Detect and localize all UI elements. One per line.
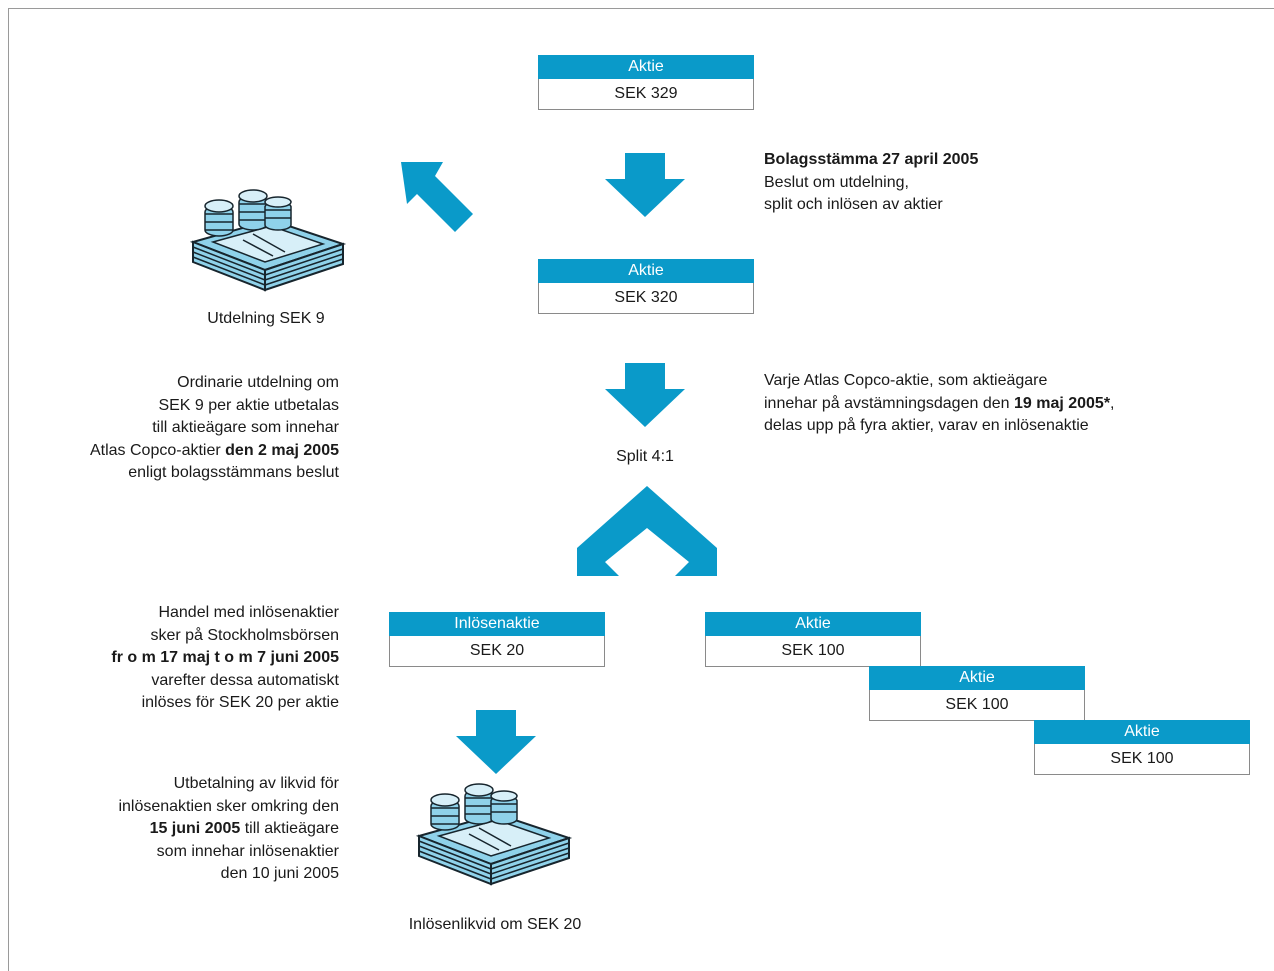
share-box-value: SEK 329 [538,79,754,110]
share-box-top: Aktie SEK 329 [538,55,754,110]
redemption-payout-label: Inlösenlikvid om SEK 20 [408,916,582,933]
share-box-header: Aktie [869,666,1085,690]
share-box-middle: Aktie SEK 320 [538,259,754,314]
text-line-bold: fr o m 17 maj t o m 7 juni 2005 [111,649,339,666]
text-line: Ordinarie utdelning om [177,374,339,391]
share-box-value: SEK 100 [1034,744,1250,775]
text-line: enligt bolagsstämmans beslut [128,464,339,481]
text-line: den 10 juni 2005 [220,865,339,882]
split-text: Varje Atlas Copco-aktie, som aktieägare … [764,370,1234,438]
text-line: inlöses för SEK 20 per aktie [141,694,339,711]
share-box-header: Aktie [1034,720,1250,744]
text-fragment-bold: den 2 maj 2005 [225,441,339,459]
share-box-3: Aktie SEK 100 [1034,720,1250,775]
text-line: Handel med inlösenaktier [158,604,339,621]
arrow-down-icon [605,153,685,217]
agm-title: Bolagsstämma 27 april 2005 [764,151,979,168]
text-line: SEK 9 per aktie utbetalas [158,396,339,414]
text-line: Varje Atlas Copco-aktie, som aktieägare [764,372,1048,389]
text-fragment: Atlas Copco-aktier [89,441,226,459]
arrow-down-icon [456,710,536,774]
share-box-header: Aktie [538,55,754,79]
money-stack-icon [189,189,347,292]
agm-line: Beslut om utdelning, [764,173,909,191]
agm-text: Bolagsstämma 27 april 2005 Beslut om utd… [764,149,1094,217]
share-box-header: Aktie [705,612,921,636]
text-line: Utbetalning av likvid för [173,775,339,792]
text-line: 15 juni 2005 till aktieägare [20,818,339,841]
text-fragment-bold: 15 juni 2005 [149,820,241,837]
text-line: Atlas Copco-aktier den 2 maj 2005 [20,440,339,463]
share-box-1: Aktie SEK 100 [705,612,921,667]
text-line: delas upp på fyra aktier, varav en inlös… [764,417,1089,434]
share-box-value: SEK 320 [538,283,754,314]
share-box-2: Aktie SEK 100 [869,666,1085,721]
dividend-label: Utdelning SEK 9 [207,310,325,327]
text-line: innehar på avstämningsdagen den 19 maj 2… [764,393,1234,416]
share-box-value: SEK 20 [389,636,605,667]
split-arrow-icon [577,486,717,576]
text-fragment-bold: 19 maj 2005* [1013,394,1111,412]
text-fragment: innehar på avstämningsdagen den [764,394,1014,412]
split-label: Split 4:1 [616,448,674,465]
text-line: som innehar inlösenaktier [156,842,339,860]
text-line: sker på Stockholmsbörsen [150,626,339,644]
share-box-header: Aktie [538,259,754,283]
text-line: till aktieägare som innehar [152,419,339,436]
arrow-down-icon [605,363,685,427]
redemption-share-box: Inlösenaktie SEK 20 [389,612,605,667]
text-fragment: till aktieägare [240,820,339,837]
text-line: varefter dessa automatiskt [151,671,339,689]
text-fragment: , [1110,394,1115,412]
payment-text: Utbetalning av likvid för inlösenaktien … [20,773,339,886]
share-box-value: SEK 100 [705,636,921,667]
dividend-text: Ordinarie utdelning om SEK 9 per aktie u… [20,372,339,485]
money-stack-icon [415,783,573,886]
share-box-header: Inlösenaktie [389,612,605,636]
share-box-value: SEK 100 [869,690,1085,721]
agm-line: split och inlösen av aktier [764,196,943,213]
text-line: inlösenaktien sker omkring den [118,797,339,815]
trading-text: Handel med inlösenaktier sker på Stockho… [20,602,339,715]
arrow-down-left-icon [401,162,473,232]
diagram-frame [8,8,1274,971]
